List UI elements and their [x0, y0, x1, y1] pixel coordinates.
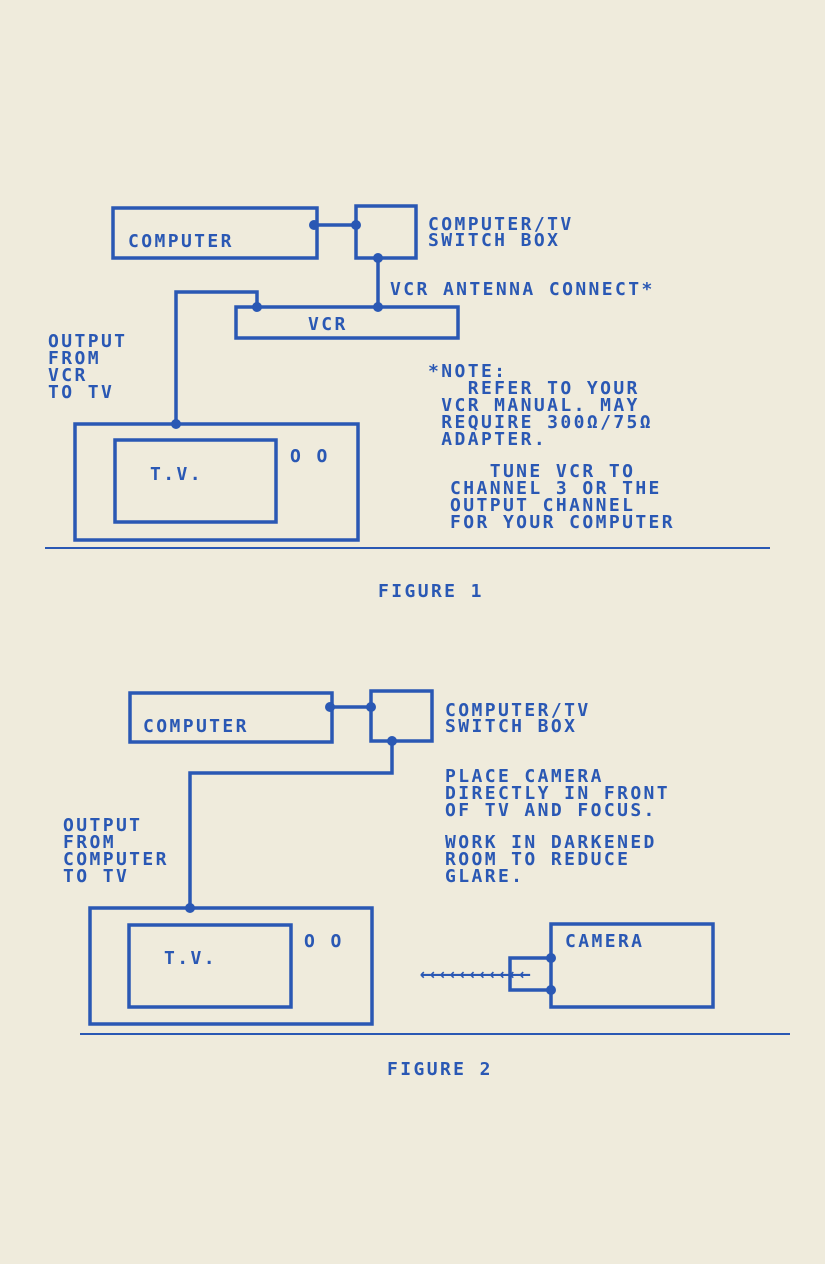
camera-lens [508, 956, 551, 992]
figure-2: COMPUTER COMPUTER/TV SWITCH BOX PLACE CA… [63, 689, 790, 1080]
work-line2: ROOM TO REDUCE [445, 849, 630, 870]
tune-line2: CHANNEL 3 OR THE [450, 478, 662, 499]
computer-label: COMPUTER [128, 231, 234, 252]
switch-box [354, 204, 418, 260]
connector-dot [546, 985, 556, 995]
vcr-box [234, 305, 460, 340]
place-line3: OF TV AND FOCUS. [445, 800, 657, 821]
output-label-line2: FROM [48, 348, 101, 369]
focus-arrows: ←←←←←←←←←←← [420, 963, 530, 985]
output-label-line3: COMPUTER [63, 849, 169, 870]
switch-label-line2: SWITCH BOX [445, 716, 577, 737]
note-line3: VCR MANUAL. MAY [428, 395, 640, 416]
output-label-line4: TO TV [63, 866, 129, 887]
connector-dot [325, 702, 335, 712]
switch-label-line2: SWITCH BOX [428, 230, 560, 251]
tv-body [88, 906, 374, 1026]
connector-dot [309, 220, 319, 230]
output-label-line2: FROM [63, 832, 116, 853]
output-label-line1: OUTPUT [48, 331, 127, 352]
tv-knobs: O O [304, 931, 344, 952]
camera-label: CAMERA [565, 931, 644, 952]
tune-line4: FOR YOUR COMPUTER [450, 512, 675, 533]
tv-body [73, 422, 360, 542]
antenna-label: VCR ANTENNA CONNECT* [390, 279, 655, 300]
output-label-line1: OUTPUT [63, 815, 142, 836]
tv-label: T.V. [164, 948, 217, 969]
computer-box [111, 206, 319, 260]
output-label-line4: TO TV [48, 382, 114, 403]
connector-dot [387, 736, 397, 746]
place-line1: PLACE CAMERA [445, 766, 604, 787]
output-label-line3: VCR [48, 365, 88, 386]
note-line2: REFER TO YOUR [428, 378, 640, 399]
computer-label: COMPUTER [143, 716, 249, 737]
note-line1: *NOTE: [428, 361, 507, 382]
tv-screen [127, 923, 293, 1009]
note-line4: REQUIRE 300Ω/75Ω [428, 412, 653, 433]
vcr-output-cable [174, 290, 259, 424]
connector-dot [373, 253, 383, 263]
work-line1: WORK IN DARKENED [445, 832, 657, 853]
vcr-label: VCR [308, 314, 348, 335]
note-line5: ADAPTER. [428, 429, 547, 450]
tv-label: T.V. [150, 464, 203, 485]
camera-box [549, 922, 715, 1009]
computer-box [128, 691, 334, 744]
figure-2-caption: FIGURE 2 [387, 1059, 493, 1080]
connector-dot [546, 953, 556, 963]
figure-1-caption: FIGURE 1 [378, 581, 484, 602]
switch-box [369, 689, 434, 743]
switch-label-line1: COMPUTER/TV [428, 214, 574, 235]
figure-1: COMPUTER COMPUTER/TV SWITCH BOX VCR ANTE… [45, 204, 770, 602]
tune-line3: OUTPUT CHANNEL [450, 495, 635, 516]
tv-screen [113, 438, 278, 524]
switch-label-line1: COMPUTER/TV [445, 700, 591, 721]
tv-input-cable [188, 741, 394, 908]
work-line3: GLARE. [445, 866, 524, 887]
place-line2: DIRECTLY IN FRONT [445, 783, 670, 804]
tv-knobs: O O [290, 446, 330, 467]
tune-line1: TUNE VCR TO [450, 461, 635, 482]
connector-dot [252, 302, 262, 312]
